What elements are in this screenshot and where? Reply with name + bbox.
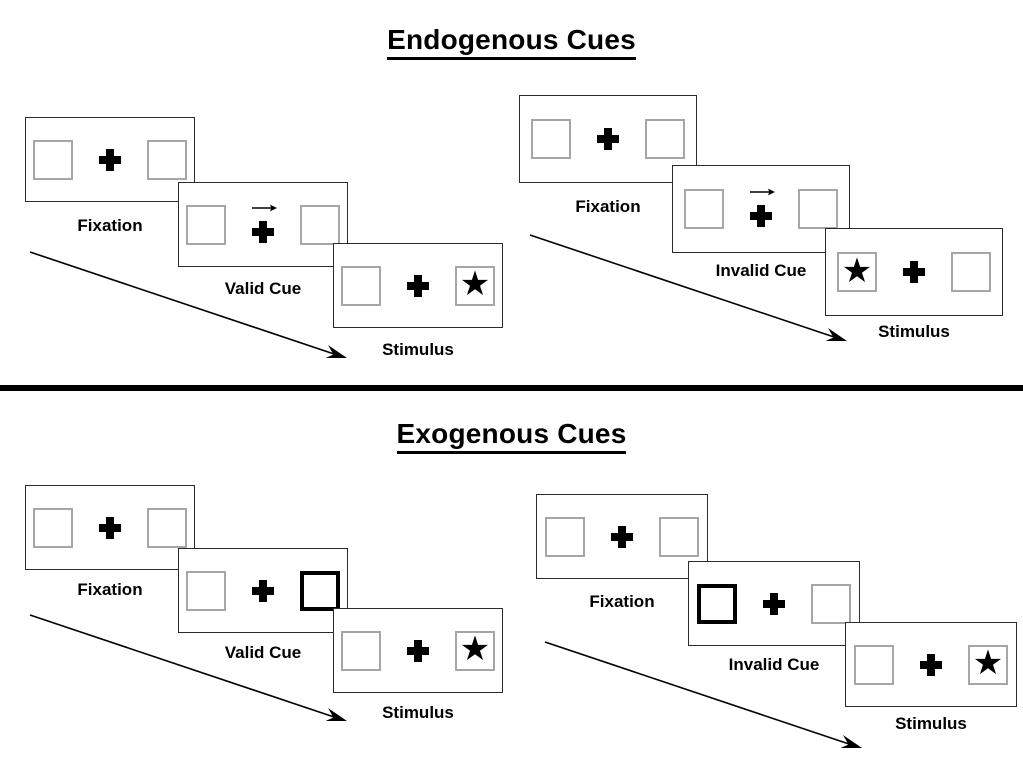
stimulus-box-left [186,570,226,611]
fixation-area [95,505,125,551]
stimulus-box-right [645,119,685,159]
panel-exogenous-valid-stimulus: ★ [333,608,503,693]
stimulus-box-right [951,252,991,292]
fixation-cross-icon [763,592,785,615]
section-title-endogenous: Endogenous Cues [0,24,1023,60]
fixation-cross-icon [903,261,925,283]
fixation-cross-icon [597,128,619,150]
stimulus-box-left [531,119,571,159]
stimulus-box-left-highlighted [697,583,737,624]
fixation-area [95,137,125,183]
stimulus-box-left [684,189,724,229]
panel-exogenous-invalid-cue [688,561,860,646]
caption-exogenous-invalid-stimulus: Stimulus [895,714,967,733]
panel-endogenous-invalid-stimulus: ★ [825,228,1003,316]
caption-exogenous-valid-stimulus: Stimulus [382,703,454,722]
caption-exogenous-invalid-cue: Invalid Cue [728,655,820,674]
time-flow-arrow-exogenous-invalid [544,641,862,748]
caption-exogenous-invalid-fixation: Fixation [589,592,655,611]
section-title-exogenous-text: Exogenous Cues [396,418,627,454]
time-flow-arrow-endogenous-valid [29,251,347,358]
caption-endogenous-valid-fixation: Fixation [77,216,143,235]
fixation-area [916,642,946,688]
stimulus-box-left: ★ [837,252,877,292]
arrow-right-icon [750,188,776,196]
caption-endogenous-invalid-cue: Invalid Cue [715,261,807,280]
fixation-area [746,186,776,232]
section-title-endogenous-text: Endogenous Cues [387,24,636,60]
fixation-cross-icon [99,148,121,171]
panel-endogenous-invalid-fixation [519,95,697,183]
stimulus-box-left [341,265,381,306]
caption-exogenous-valid-cue: Valid Cue [224,643,302,662]
caption-exogenous-valid-fixation: Fixation [77,580,143,599]
stimulus-box-left [545,516,585,557]
fixation-cross-icon [920,653,942,676]
caption-endogenous-valid-cue: Valid Cue [224,279,302,298]
stimulus-box-right: ★ [968,644,1008,685]
fixation-area [607,514,637,560]
stimulus-box-right [147,139,187,180]
section-divider [0,385,1023,391]
stimulus-box-left [33,139,73,180]
stimulus-box-left [33,507,73,548]
stimulus-box-right-highlighted [300,570,340,611]
fixation-cross-icon [611,525,633,548]
caption-endogenous-invalid-fixation: Fixation [575,197,641,216]
stimulus-box-right [811,583,851,624]
panel-exogenous-valid-fixation [25,485,195,570]
fixation-cross-icon [252,220,274,243]
fixation-area [248,568,278,614]
fixation-area [403,628,433,674]
panel-exogenous-invalid-fixation [536,494,708,579]
stimulus-box-left [854,644,894,685]
fixation-cross-icon [407,639,429,662]
time-flow-arrow-exogenous-valid [29,614,347,721]
fixation-cross-icon [750,205,772,227]
star-icon: ★ [972,644,1004,682]
star-icon: ★ [459,265,491,303]
panel-endogenous-valid-cue [178,182,348,267]
panel-exogenous-valid-cue [178,548,348,633]
caption-endogenous-valid-stimulus: Stimulus [382,340,454,359]
time-flow-arrow-endogenous-invalid [529,234,847,341]
caption-endogenous-invalid-stimulus: Stimulus [878,322,950,341]
panel-endogenous-invalid-cue [672,165,850,253]
fixation-cross-icon [99,516,121,539]
stimulus-box-right [798,189,838,229]
arrow-right-icon [252,204,278,211]
fixation-cross-icon [252,579,274,602]
star-icon: ★ [459,630,491,668]
stimulus-box-right [659,516,699,557]
fixation-area [403,263,433,309]
stimulus-box-left [186,204,226,245]
fixation-area [248,202,278,248]
star-icon: ★ [841,251,873,290]
stimulus-box-left [341,630,381,671]
panel-endogenous-valid-fixation [25,117,195,202]
fixation-area [759,581,789,627]
stimulus-box-right: ★ [455,630,495,671]
stimulus-box-right [147,507,187,548]
stimulus-box-right: ★ [455,265,495,306]
fixation-area [899,249,929,295]
stimulus-box-right [300,204,340,245]
section-title-exogenous: Exogenous Cues [0,418,1023,454]
fixation-area [593,116,623,162]
panel-exogenous-invalid-stimulus: ★ [845,622,1017,707]
panel-endogenous-valid-stimulus: ★ [333,243,503,328]
fixation-cross-icon [407,274,429,297]
